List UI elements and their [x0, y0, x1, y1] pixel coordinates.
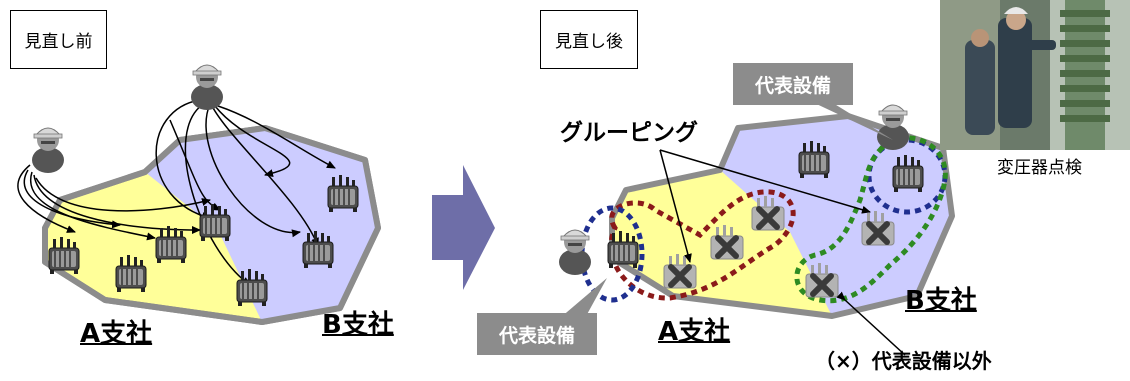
worker-icon	[190, 64, 224, 111]
before-branch-a-label: A支社	[80, 319, 153, 349]
photo-caption: 変圧器点検	[997, 158, 1082, 178]
after-branch-b-label: B支社	[905, 286, 977, 316]
group-blue-outline-a	[579, 205, 645, 303]
after-label-box: 見直し後	[540, 10, 638, 69]
group-red-outline	[608, 189, 796, 301]
worker-icon	[31, 127, 65, 174]
representative-equipment-tag-top: 代表設備	[733, 63, 853, 105]
transition-arrow-icon	[432, 165, 495, 290]
transformer-inspection-photo	[940, 0, 1130, 150]
grouping-label: グルーピング	[560, 120, 698, 146]
before-branch-b-label: B支社	[322, 310, 394, 340]
after-label: 見直し後	[555, 32, 623, 52]
before-label-box: 見直し前	[10, 10, 107, 69]
tag-pointer-bottom	[560, 278, 607, 318]
before-label: 見直し前	[24, 32, 93, 52]
before-arrows	[17, 99, 336, 286]
non-representative-label: （×）代表設備以外	[815, 349, 992, 373]
after-arrows	[659, 149, 906, 356]
photo-illustration	[940, 0, 1130, 150]
after-branch-a-label: A支社	[658, 317, 731, 347]
worker-icon	[558, 229, 592, 276]
representative-equipment-tag-bottom: 代表設備	[477, 313, 597, 355]
tag-pointer-top	[808, 100, 893, 140]
before-region-b	[145, 128, 378, 322]
